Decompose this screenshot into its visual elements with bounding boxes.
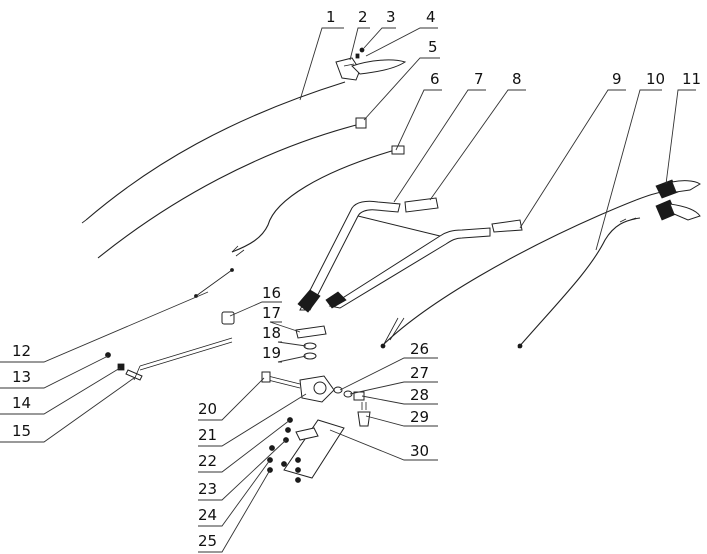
callout-14: 14 [12,394,31,412]
part-13-14-15-linkage-rod [105,337,233,381]
callout-11: 11 [682,70,701,88]
part-26-27-28-29-pin-set [333,386,371,427]
part-16-bushing [221,311,235,325]
callout-13: 13 [12,368,31,386]
callout-16: 16 [262,284,281,302]
callout-19: 19 [262,344,281,362]
callout-7: 7 [474,70,484,88]
callout-27: 27 [410,364,429,382]
callout-2: 2 [358,8,368,26]
part-21-pivot-housing [299,375,335,403]
part-2-lever-bracket [335,57,361,81]
part-3-4-lever-and-screw [351,47,407,75]
part-17-18-19-spacers [295,325,327,360]
callout-3: 3 [386,8,396,26]
part-9-cable [380,191,663,349]
part-11-lever-assemblies [655,179,701,221]
part-12-small-cable [194,268,234,298]
callout-15: 15 [12,422,31,440]
callout-10: 10 [646,70,665,88]
callout-8: 8 [512,70,522,88]
part-7-handlebar [297,200,491,313]
part-20-bolt [261,371,301,389]
callout-12: 12 [12,342,31,360]
part-10-cable [517,217,641,349]
part-5-control-cable [97,117,367,259]
callout-5: 5 [428,38,438,56]
part-30-base-plate [283,419,345,479]
callout-18: 18 [262,324,281,342]
callout-9: 9 [612,70,622,88]
callout-29: 29 [410,408,429,426]
callout-24: 24 [198,506,217,524]
callout-20: 20 [198,400,217,418]
callout-23: 23 [198,480,217,498]
part-6-clutch-cable [231,145,405,257]
callout-25: 25 [198,532,217,550]
callout-28: 28 [410,386,429,404]
callout-labels: 1 2 3 4 5 6 7 8 9 10 11 12 13 14 15 16 1… [12,8,701,550]
callout-22: 22 [198,452,217,470]
part-1-throttle-cable [81,81,346,224]
callout-21: 21 [198,426,217,444]
callout-6: 6 [430,70,440,88]
leader-lines [0,27,696,553]
part-8-grips [404,197,523,233]
callout-26: 26 [410,340,429,358]
callout-4: 4 [426,8,436,26]
callout-1: 1 [326,8,336,26]
callout-17: 17 [262,304,281,322]
callout-30: 30 [410,442,429,460]
